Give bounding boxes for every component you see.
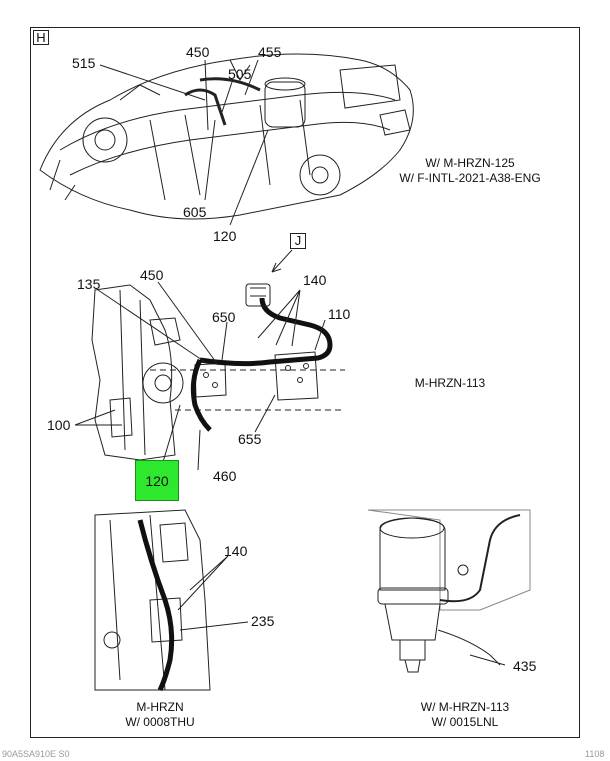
callout-460: 460 [213, 468, 237, 484]
footer-left: 90A5SA910E S0 [2, 749, 70, 759]
bottom-left-view-drawing [94, 509, 249, 692]
callout-605: 605 [183, 204, 207, 220]
view-marker-j: J [290, 233, 306, 249]
callout-110: 110 [328, 306, 351, 322]
top-caption-line2: W/ F-INTL-2021-A38-ENG [399, 171, 541, 185]
callout-235: 235 [251, 613, 275, 629]
callout-455: 455 [258, 44, 282, 60]
bottom-right-caption-line1: W/ M-HRZN-113 [420, 700, 510, 714]
callout-100: 100 [47, 417, 71, 433]
bottom-left-caption-line2: W/ 0008THU [125, 715, 195, 729]
footer-right: 1108 [585, 749, 605, 759]
top-view-drawing [39, 53, 414, 226]
bottom-right-caption-line2: W/ 0015LNL [431, 715, 499, 729]
callout-450-top: 450 [186, 44, 210, 60]
callout-120-highlight: 120 [135, 460, 179, 501]
callout-435: 435 [513, 658, 537, 674]
view-marker-h: H [33, 30, 49, 45]
bottom-left-caption-line1: M-HRZN [136, 700, 184, 714]
callout-450-mid: 450 [140, 267, 164, 283]
callout-515: 515 [72, 55, 96, 71]
callout-505: 505 [228, 66, 252, 82]
callout-140-bottom: 140 [224, 543, 248, 559]
top-view-caption: W/ M-HRZN-125 W/ F-INTL-2021-A38-ENG [395, 156, 545, 186]
top-caption-line1: W/ M-HRZN-125 [425, 156, 515, 170]
bottom-right-view-drawing [367, 509, 531, 673]
diagram-frame [30, 27, 580, 738]
middle-view-drawing [74, 249, 345, 471]
callout-140-mid: 140 [303, 272, 327, 288]
callout-135: 135 [77, 276, 101, 292]
callout-655: 655 [238, 431, 262, 447]
bottom-right-caption: W/ M-HRZN-113 W/ 0015LNL [395, 700, 535, 730]
middle-view-caption: M-HRZN-113 [414, 376, 486, 390]
bottom-left-caption: M-HRZN W/ 0008THU [100, 700, 220, 730]
callout-650: 650 [212, 309, 236, 325]
callout-120-top: 120 [213, 228, 237, 244]
